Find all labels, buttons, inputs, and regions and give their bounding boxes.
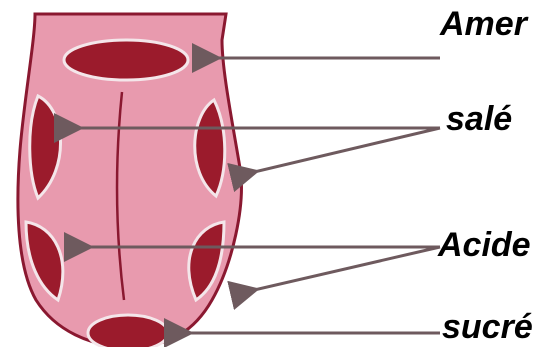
arrow-acide-outer [254, 247, 440, 290]
label-amer: Amer [439, 5, 529, 43]
label-sucre: sucré [442, 308, 533, 346]
bitter-zone [64, 40, 188, 80]
label-acide: Acide [437, 226, 531, 264]
label-sale: salé [446, 100, 512, 138]
sweet-zone [88, 315, 168, 347]
arrow-sale-outer [254, 128, 440, 172]
